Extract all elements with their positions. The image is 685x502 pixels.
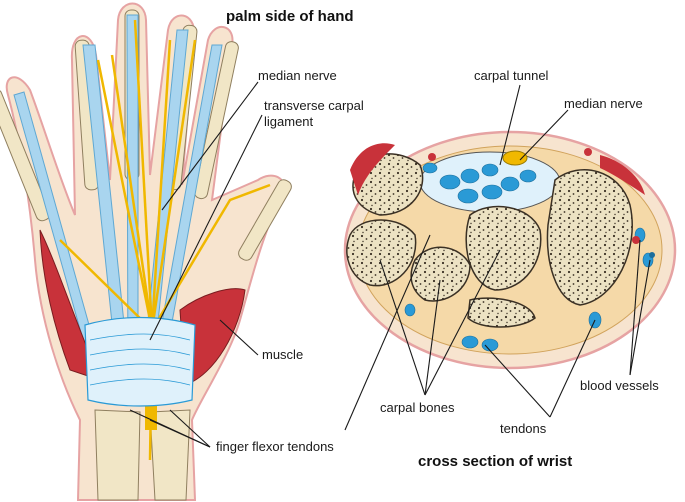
blood-vessel-dots — [428, 148, 655, 258]
hypothenar-muscle — [179, 288, 246, 386]
carpal-bones-shapes — [346, 153, 633, 328]
label-median-nerve-hand: median nerve — [258, 68, 337, 83]
transverse-carpal-ligament — [84, 316, 196, 407]
label-transverse-carpal-1: transverse carpal — [264, 98, 364, 113]
radius-bone — [94, 409, 141, 501]
wrist-cross-section — [343, 130, 677, 370]
thenar-muscle — [39, 229, 101, 381]
wrist-muscle-right — [600, 155, 645, 195]
ulna-bone — [149, 409, 191, 501]
ligament-fibers — [89, 333, 191, 386]
label-carpal-tunnel: carpal tunnel — [474, 68, 549, 83]
hand-title: palm side of hand — [226, 8, 354, 25]
hand-illustration — [0, 2, 292, 501]
label-blood-vessels: blood vessels — [580, 378, 659, 393]
label-tendons: tendons — [500, 421, 547, 436]
label-transverse-carpal-2: ligament — [264, 114, 314, 129]
leader-lines — [129, 81, 651, 448]
finger-tendons — [13, 14, 223, 401]
finger-bones — [0, 9, 292, 261]
label-muscle: muscle — [262, 347, 303, 362]
tunnel-tendons — [422, 162, 537, 204]
label-finger-flexor-tendons: finger flexor tendons — [216, 439, 334, 454]
median-nerve-section — [502, 150, 528, 166]
label-carpal-bones: carpal bones — [380, 400, 455, 415]
label-median-nerve-wrist: median nerve — [564, 96, 643, 111]
wrist-title: cross section of wrist — [418, 453, 572, 470]
wrist-muscle-left — [350, 143, 395, 195]
